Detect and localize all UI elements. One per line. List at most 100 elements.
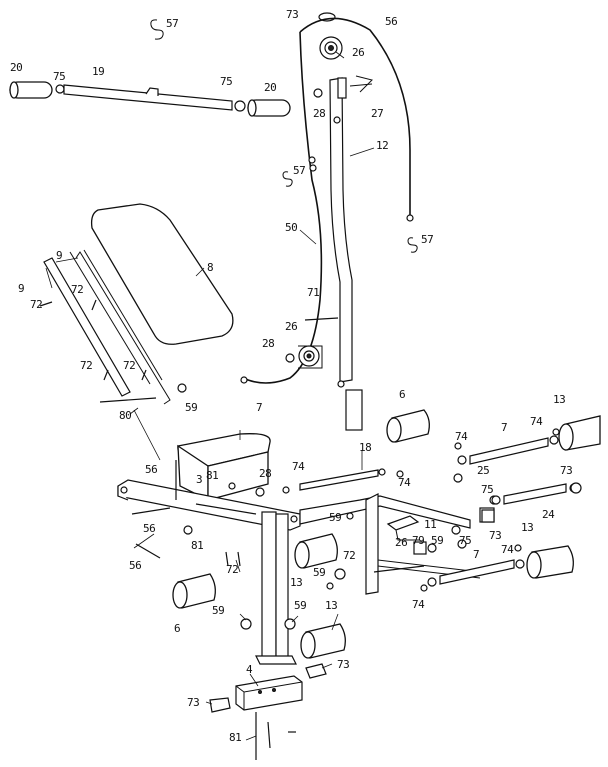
leader-lines <box>45 51 375 741</box>
callout-71-right: 73 <box>489 529 502 542</box>
rod-7-upper <box>457 435 559 465</box>
nut-81-a <box>228 482 236 490</box>
roller-pad-6-upper <box>386 409 430 443</box>
spring-clip-28 <box>386 515 420 531</box>
cable-26 <box>242 31 323 384</box>
callout-19-left: 20 <box>10 61 23 74</box>
bolt-50-b <box>131 507 171 515</box>
roller-pad-13-mid <box>294 533 338 569</box>
pop-pin-75 <box>413 541 427 555</box>
end-cap-71-right <box>305 663 327 679</box>
callout-57: 71 <box>307 286 320 299</box>
callout-55-left: 59 <box>212 604 225 617</box>
callout-55-pin: 59 <box>431 534 444 547</box>
callout-10-upper: 9 <box>56 249 63 262</box>
callout-75: 79 <box>412 534 425 547</box>
callout-26: 50 <box>285 221 298 234</box>
callout-20: 24 <box>542 508 555 521</box>
rod-18 <box>299 468 386 491</box>
roller-pad-19-left <box>9 81 53 99</box>
callout-74-upper: 74 <box>455 430 468 443</box>
callout-73: 72 <box>343 549 356 562</box>
s-hook-27-right <box>407 237 418 253</box>
callout-19-right: 20 <box>264 81 277 94</box>
callout-21-top: 26 <box>352 46 365 59</box>
callout-21-lower: 26 <box>285 320 298 333</box>
washer-74-upper <box>454 442 462 450</box>
backrest-bracket-10 <box>43 249 171 405</box>
screw-59-f <box>237 551 241 567</box>
callout-24-top: 28 <box>313 107 326 120</box>
callout-74-rod-18: 74 <box>398 476 411 489</box>
washer-72-right <box>234 100 246 112</box>
washer-74-right <box>514 544 522 552</box>
back-pad-8 <box>90 203 234 345</box>
screw-59-b <box>91 299 97 311</box>
callout-12: 12 <box>376 139 389 152</box>
callout-71-lower-left: 73 <box>187 696 200 709</box>
callout-6-lower: 6 <box>174 622 181 635</box>
callout-3: 3 <box>196 473 203 486</box>
callout-27-top: 57 <box>166 17 179 30</box>
cable-25 <box>299 17 411 215</box>
nut-55-back <box>177 383 187 393</box>
nut-56 <box>346 512 354 520</box>
callout-50-bottom: 56 <box>129 559 142 572</box>
callout-28: 26 <box>395 536 408 549</box>
callout-59-d: 72 <box>123 359 136 372</box>
rod-20 <box>489 483 579 505</box>
callout-72-right: 75 <box>220 75 233 88</box>
roller-pad-6-lower <box>172 573 216 609</box>
callout-25: 56 <box>385 15 398 28</box>
pulley-21-lower <box>298 345 323 369</box>
callout-56: 59 <box>329 511 342 524</box>
callout-13-upper: 13 <box>553 393 566 406</box>
washer-74-frame <box>282 486 290 494</box>
callout-59-c: 72 <box>80 359 93 372</box>
nut-55-center <box>326 582 334 590</box>
washer-72-mid <box>457 539 467 549</box>
roller-pad-19-right <box>247 99 291 117</box>
callout-7-lower: 7 <box>473 548 480 561</box>
screw-59-c <box>103 369 109 381</box>
callout-74-frame: 74 <box>292 460 305 473</box>
washer-74-lower <box>420 584 428 592</box>
bolt-50-c <box>135 543 161 559</box>
floor-stabilizer-4 <box>235 675 303 711</box>
nut-81-b <box>183 525 193 535</box>
callout-59-b: 72 <box>30 298 43 311</box>
callout-50-mid: 56 <box>143 522 156 535</box>
washer-74-rod-18 <box>396 470 404 478</box>
pulley-bracket-23 <box>337 75 373 99</box>
washer-72-rod <box>491 495 501 505</box>
bolt-79-b <box>267 721 271 749</box>
callout-13-right: 13 <box>521 521 534 534</box>
callout-55-back: 59 <box>185 401 198 414</box>
roller-pad-13-upper <box>558 415 601 451</box>
callout-71-top: 73 <box>286 8 299 21</box>
callout-24-lower: 28 <box>262 337 275 350</box>
callout-59-a: 72 <box>71 283 84 296</box>
rod-7-lower <box>427 559 525 587</box>
bolt-57 <box>304 317 339 321</box>
washer-11 <box>451 525 461 535</box>
leg-extension-3 <box>195 503 257 515</box>
callout-72-far-right: 73 <box>560 464 573 477</box>
handle-bar-16 <box>63 84 233 111</box>
nut-24-top <box>313 88 323 98</box>
screw-59-e <box>225 551 229 567</box>
pin-80 <box>99 397 157 403</box>
callout-8: 8 <box>207 261 214 274</box>
callout-71-lower-right: 73 <box>337 658 350 671</box>
nut-24-lower <box>285 353 295 363</box>
pulley-21-top <box>319 36 343 60</box>
callout-23: 27 <box>371 107 384 120</box>
callout-9: 7 <box>256 401 263 414</box>
callout-72-left: 75 <box>53 70 66 83</box>
rod-7-lower-alt <box>373 565 425 573</box>
callout-24-frame: 28 <box>259 467 272 480</box>
washer-72-left <box>55 84 65 94</box>
callout-74-lower: 74 <box>412 598 425 611</box>
washer-55-left <box>240 618 252 630</box>
